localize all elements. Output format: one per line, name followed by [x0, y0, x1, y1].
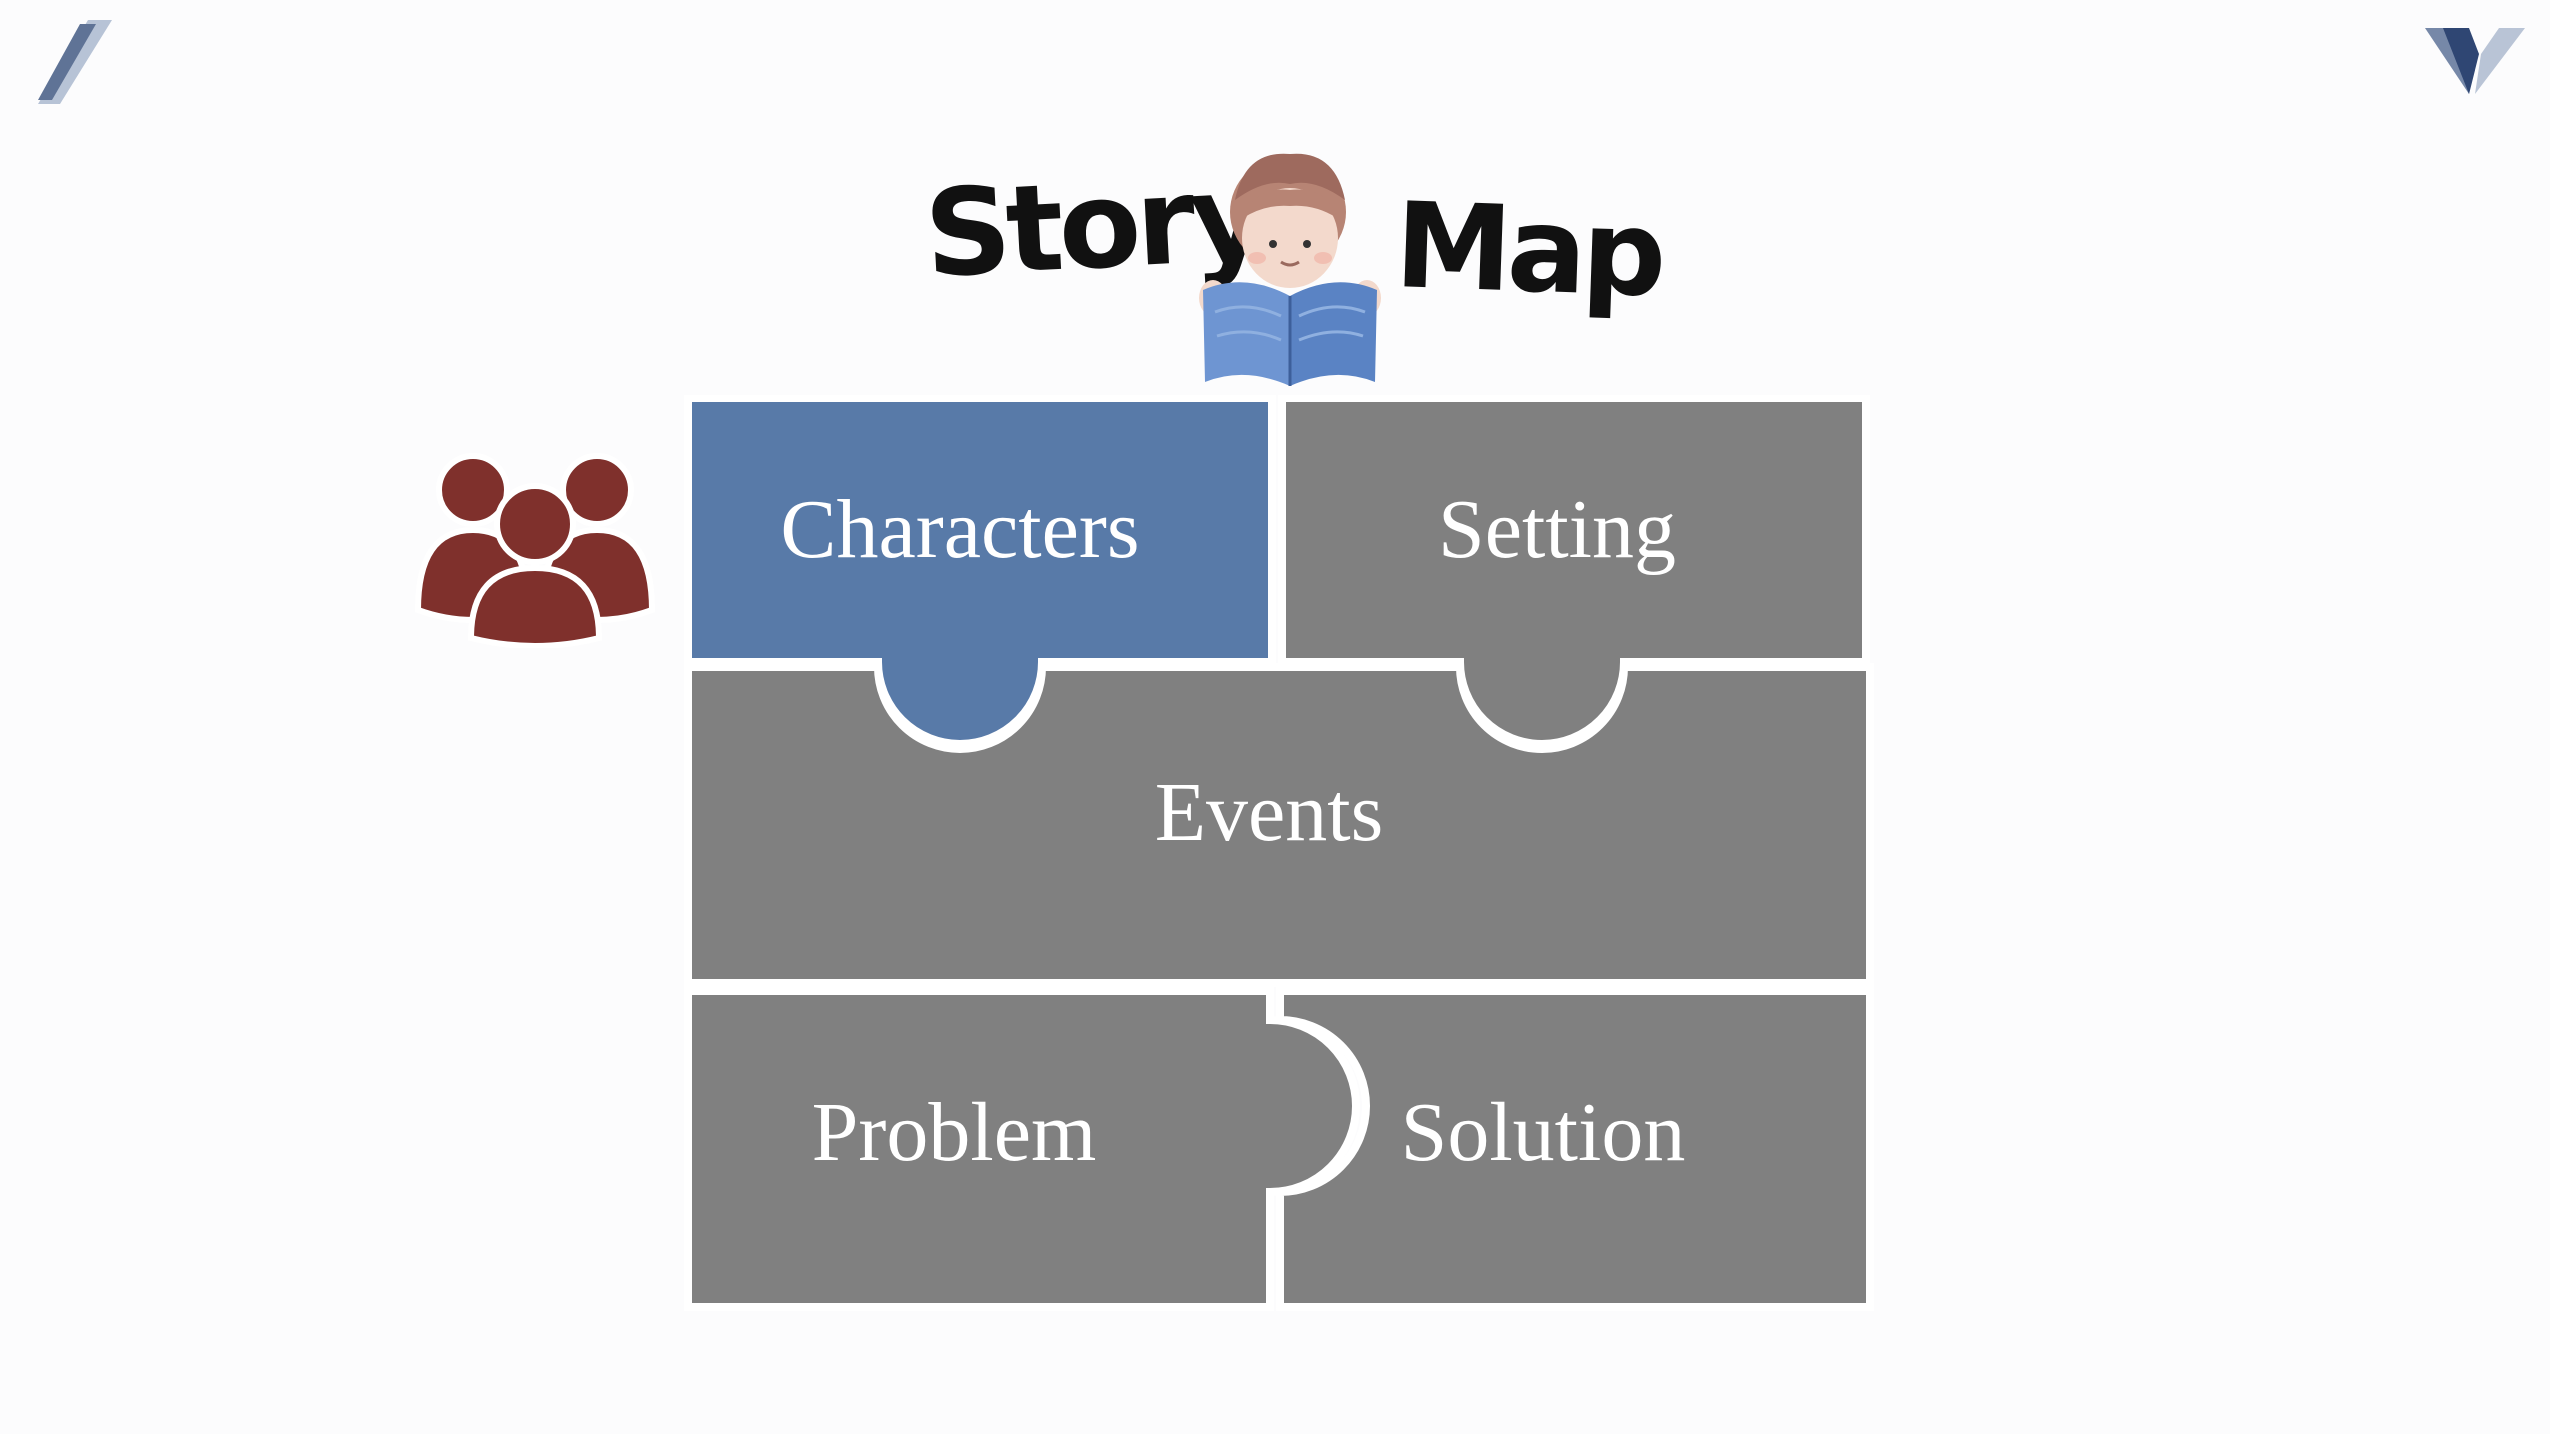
- boy-reading-book-illustration: [1199, 153, 1381, 386]
- characters-piece: [684, 395, 1276, 748]
- story-map-puzzle: Characters Setting Events Problem Soluti…: [684, 395, 1874, 1311]
- problem-label: Problem: [812, 1086, 1097, 1179]
- characters-label: Characters: [780, 483, 1139, 576]
- solution-label: Solution: [1401, 1086, 1686, 1179]
- slash-logo-icon: [38, 20, 112, 104]
- events-label: Events: [1155, 766, 1384, 859]
- title-word-map: Map: [1392, 176, 1664, 324]
- setting-label: Setting: [1438, 483, 1676, 576]
- v-logo-icon: [2425, 28, 2525, 94]
- setting-piece: [1278, 395, 1870, 748]
- problem-piece: [684, 987, 1360, 1311]
- people-group-icon: [415, 453, 655, 648]
